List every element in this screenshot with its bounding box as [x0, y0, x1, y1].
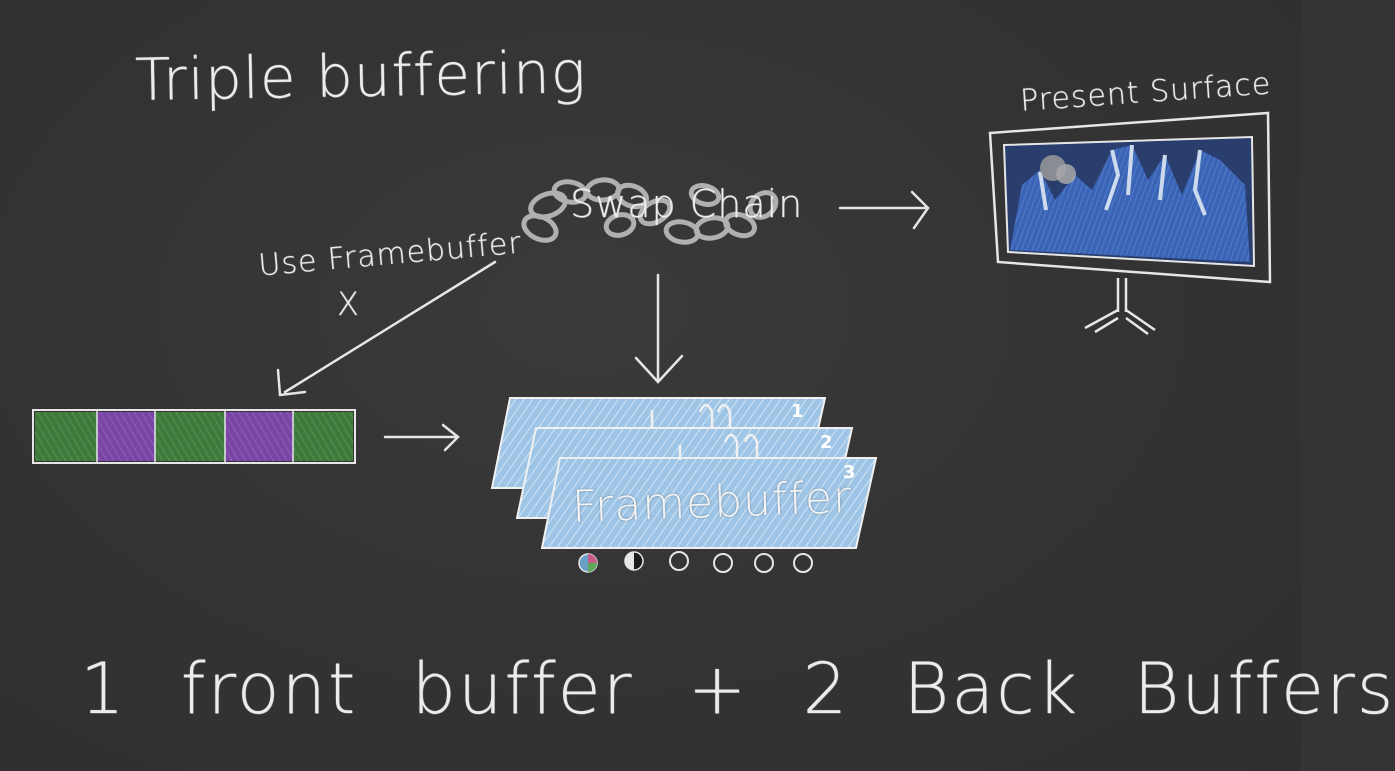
arrow-queue-to-framebuffers: [383, 423, 460, 452]
chain-links-icon: [521, 177, 779, 245]
attachment-circles-icon: [578, 551, 813, 573]
swap-chain-label: Swap Chain: [570, 182, 804, 226]
framebuffer-label: Framebuffer: [571, 472, 853, 533]
diagram-art: [32, 111, 1272, 573]
diagram-title: Triple buffering: [134, 38, 588, 114]
image-queue-bar: [32, 409, 356, 464]
framebuffer-number-2: 2: [820, 432, 833, 453]
framebuffer-number-1: 1: [791, 401, 804, 422]
x-mark: X: [337, 285, 360, 323]
framebuffer-stack: [490, 397, 878, 549]
framebuffer-number-3: 3: [843, 462, 856, 483]
arrow-use-framebuffer: [276, 260, 497, 397]
monitor-screen-icon: [988, 111, 1272, 336]
arrow-to-framebuffers: [634, 273, 684, 384]
bottom-caption: 1 front buffer + 2 Back Buffers: [80, 648, 1395, 730]
arrow-to-present: [838, 190, 930, 230]
framebuffer-3: [540, 457, 878, 549]
